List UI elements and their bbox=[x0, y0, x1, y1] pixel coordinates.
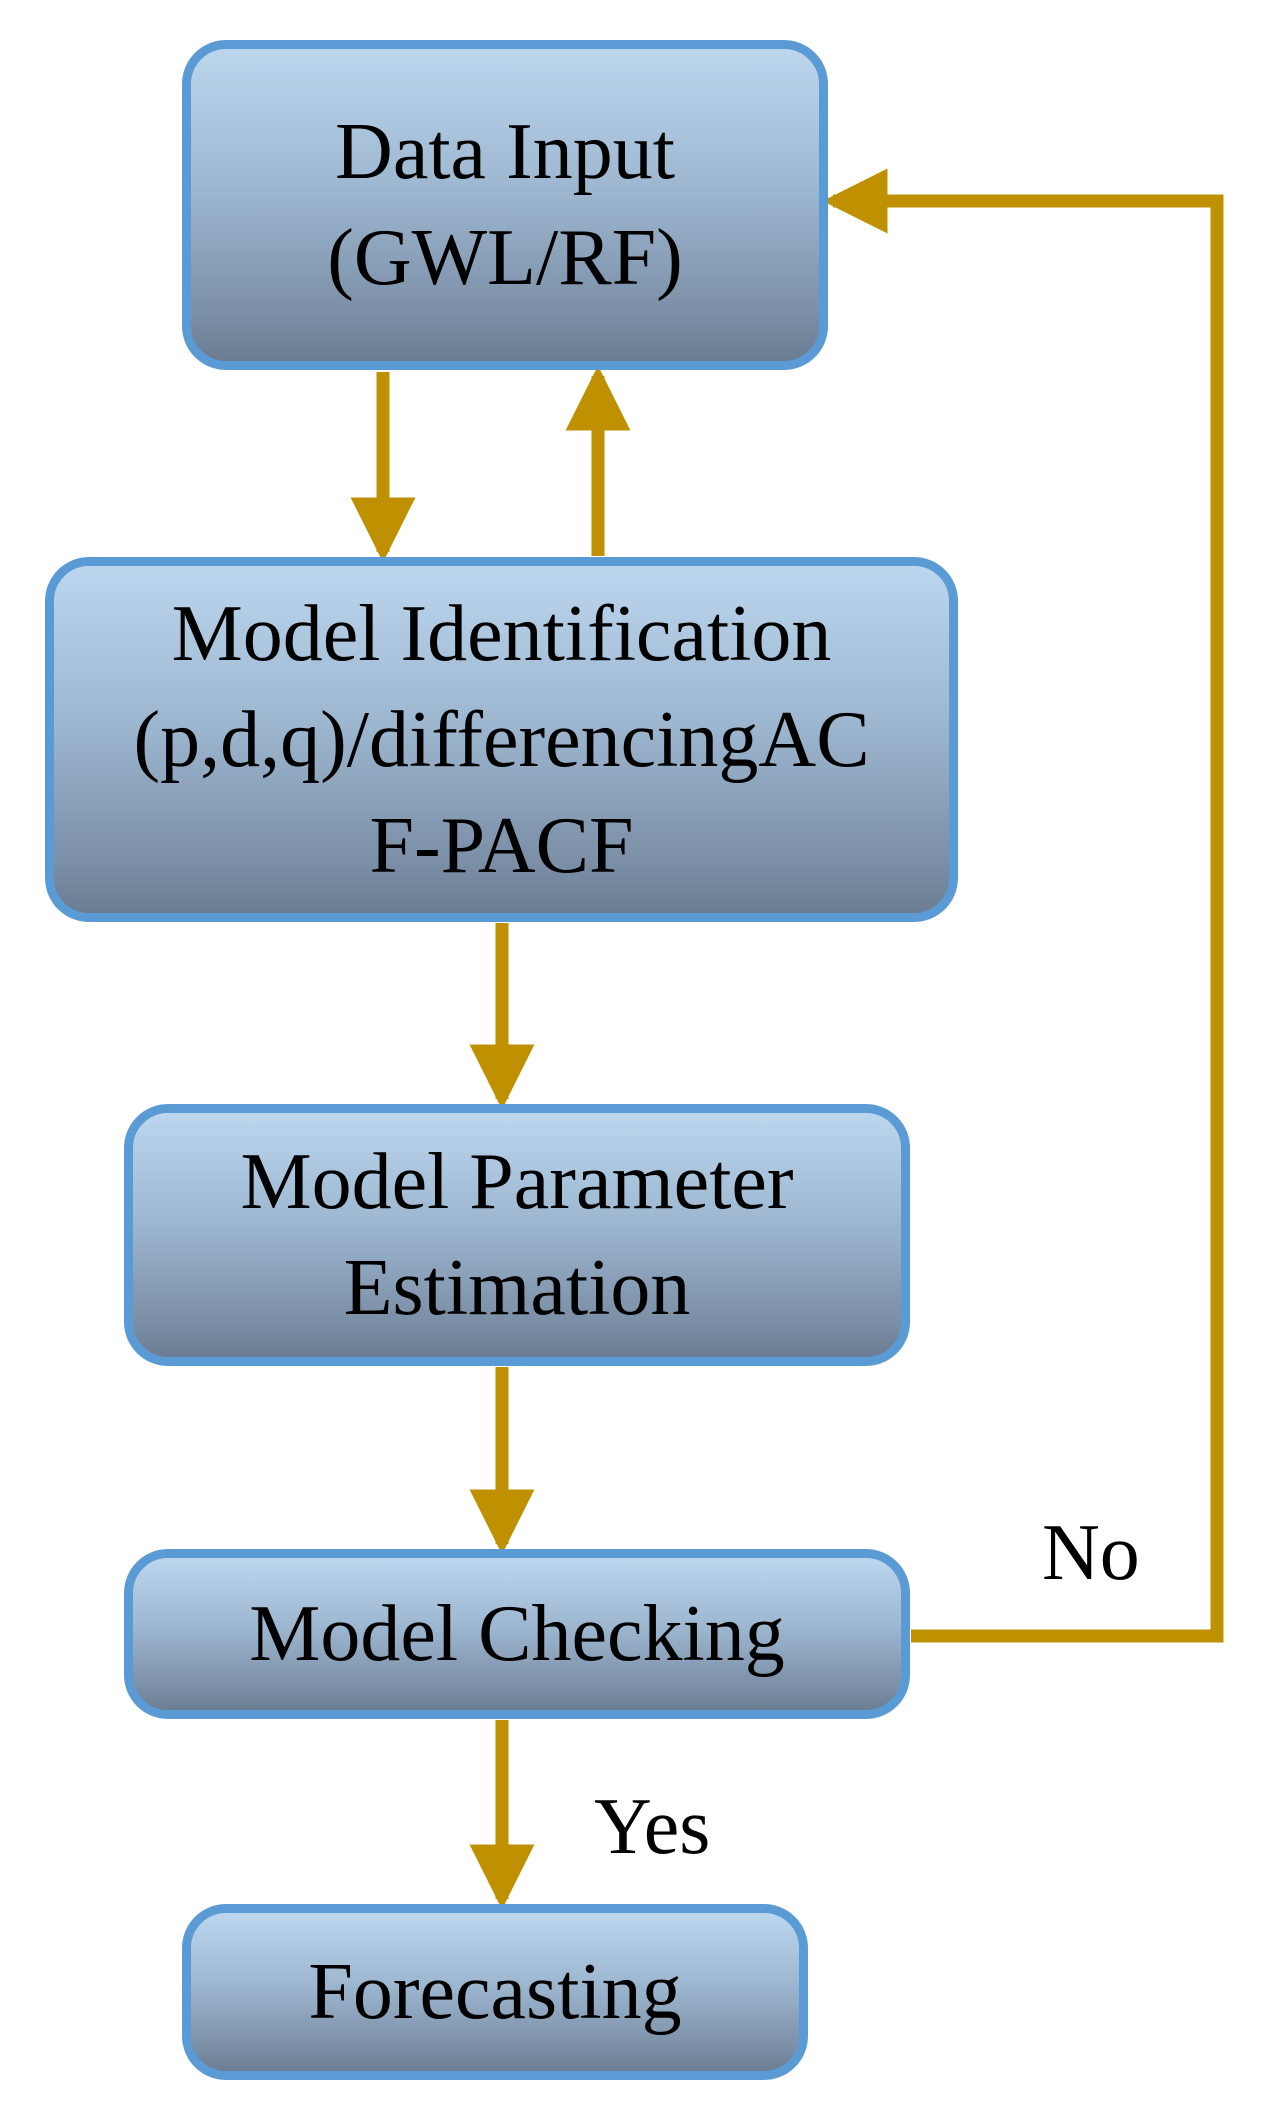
model-identification-line-3: F-PACF bbox=[369, 801, 634, 890]
parameter-estimation-line-2: Estimation bbox=[343, 1244, 691, 1332]
model-identification-line-1: Model Identification bbox=[171, 589, 832, 678]
model-identification-line-2: (p,d,q)/differencingAC bbox=[133, 695, 870, 784]
data-input-line-2: (GWL/RF) bbox=[327, 214, 683, 302]
parameter-estimation-line-1: Model Parameter bbox=[240, 1138, 794, 1226]
edge-label-no: No bbox=[1042, 1509, 1140, 1597]
edge-label-yes: Yes bbox=[594, 1783, 711, 1871]
data-input-line-1: Data Input bbox=[335, 108, 675, 196]
model-checking-label: Model Checking bbox=[249, 1590, 785, 1678]
parameter-estimation-node: Model Parameter Estimation bbox=[124, 1104, 910, 1366]
data-input-node: Data Input (GWL/RF) bbox=[182, 40, 828, 370]
arrow-checking-to-input-feedback bbox=[822, 168, 1224, 1643]
forecasting-label: Forecasting bbox=[308, 1948, 682, 2036]
forecasting-node: Forecasting bbox=[182, 1904, 808, 2080]
model-checking-node: Model Checking bbox=[124, 1549, 910, 1719]
model-identification-node: Model Identification (p,d,q)/differencin… bbox=[45, 557, 958, 922]
